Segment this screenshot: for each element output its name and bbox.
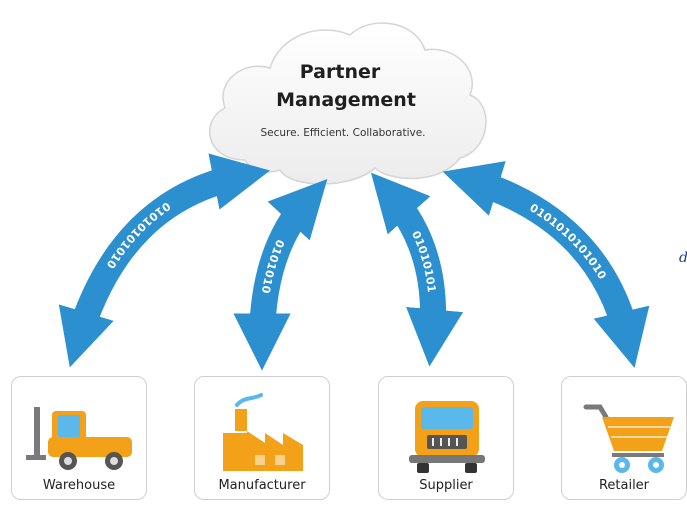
partner-card-supplier: Supplier <box>378 376 514 500</box>
partner-card-warehouse: Warehouse <box>11 376 147 500</box>
partner-card-retailer: Retailer <box>561 376 687 500</box>
partner-label-retailer: Retailer <box>598 478 650 493</box>
partner-label-warehouse: Warehouse <box>42 478 116 493</box>
svg-text:01010101010: 01010101010 <box>104 199 173 271</box>
partner-card-manufacturer: Manufacturer <box>194 376 330 500</box>
bits-retailer: 0101010101010 <box>527 201 608 282</box>
partner-management-cloud: Partner Management Secure. Efficient. Co… <box>209 22 487 185</box>
hub-title-line2: Management <box>276 89 416 111</box>
data-flow-arrows: 01010101010 0101010 01010101 01010101010… <box>58 153 650 371</box>
truck-icon <box>409 401 485 473</box>
hub-title-line1: Partner <box>300 61 381 83</box>
arrow-manufacturer <box>233 178 328 371</box>
arrow-retailer <box>442 161 650 368</box>
svg-text:0101010101010: 0101010101010 <box>527 201 609 282</box>
forklift-icon <box>26 407 132 470</box>
bits-warehouse: 01010101010 <box>104 199 173 271</box>
partner-label-supplier: Supplier <box>419 478 473 493</box>
arrow-supplier <box>370 172 464 367</box>
hub-tagline: Secure. Efficient. Collaborative. <box>260 127 425 139</box>
shopping-cart-icon <box>583 404 674 473</box>
arrow-warehouse <box>58 153 271 368</box>
factory-icon <box>223 393 303 471</box>
partner-label-manufacturer: Manufacturer <box>218 478 306 493</box>
cropped-side-text: d <box>679 250 687 266</box>
